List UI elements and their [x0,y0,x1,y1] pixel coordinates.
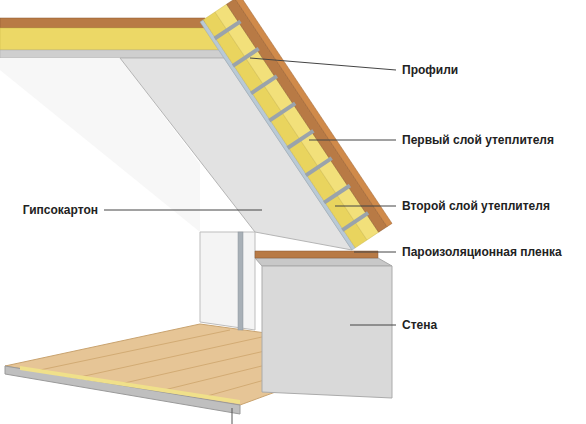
vertical-profile [238,232,243,330]
profile-bar [233,49,259,66]
part-label: Гипсокартон [21,203,100,217]
part-label: Пароизоляционная пленка [400,245,564,259]
part-label: Второй слой утеплителя [400,199,552,213]
profile-bar [306,158,332,175]
wall-block [262,266,392,398]
profile-bar [269,103,295,120]
parquet-line [80,337,262,377]
insulation-second [203,12,367,248]
wall-top [255,258,392,266]
floor-insulation [20,366,240,404]
profiles [215,21,368,230]
leader-line [104,210,262,211]
knee-wall [200,232,255,330]
part-label: Профили [400,63,460,77]
ceiling-beam [0,18,205,28]
leader-line [250,58,396,70]
rafter [227,0,387,232]
leader-line [350,325,396,326]
leader-line [354,252,396,253]
leader-lines [104,58,396,325]
ceiling-insulation [0,28,219,50]
leader-line [335,206,396,207]
leader-line [309,140,396,141]
part-label: Первый слой утеплителя [400,133,556,147]
profile-bar [288,131,314,148]
profile-bar [215,21,241,38]
floor-slab [5,366,240,414]
profile-bar [324,186,350,203]
profile-bar [342,213,368,230]
roof-cover [235,0,392,227]
ceiling-board [0,50,224,58]
leader-line [232,408,233,424]
insulation-first [215,4,379,240]
part-label: Стена [400,318,439,332]
profile-bar [251,76,277,93]
